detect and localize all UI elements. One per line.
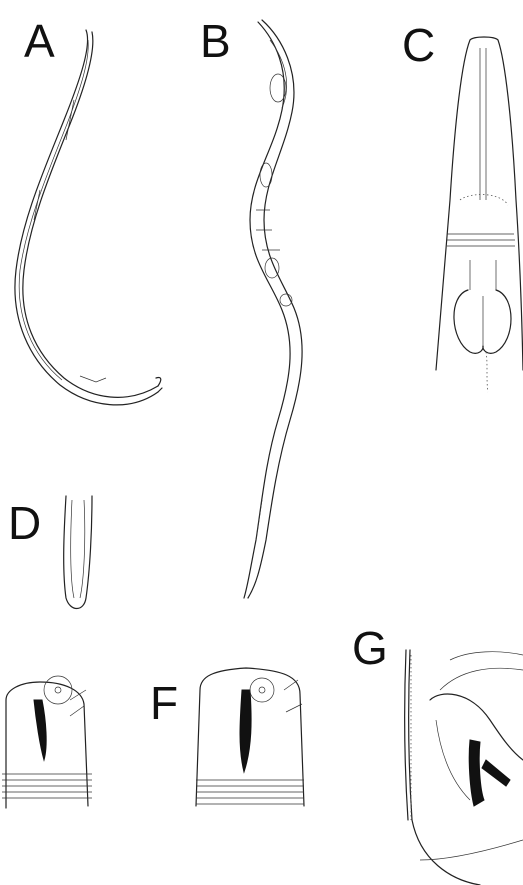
panel-a-drawing — [15, 30, 162, 405]
panel-d-drawing — [64, 496, 92, 609]
panel-f-drawing — [196, 668, 304, 806]
panel-c-drawing — [436, 37, 523, 392]
panel-e-drawing — [2, 676, 92, 808]
panel-g-drawing — [405, 650, 523, 885]
panel-b-drawing — [244, 20, 302, 598]
